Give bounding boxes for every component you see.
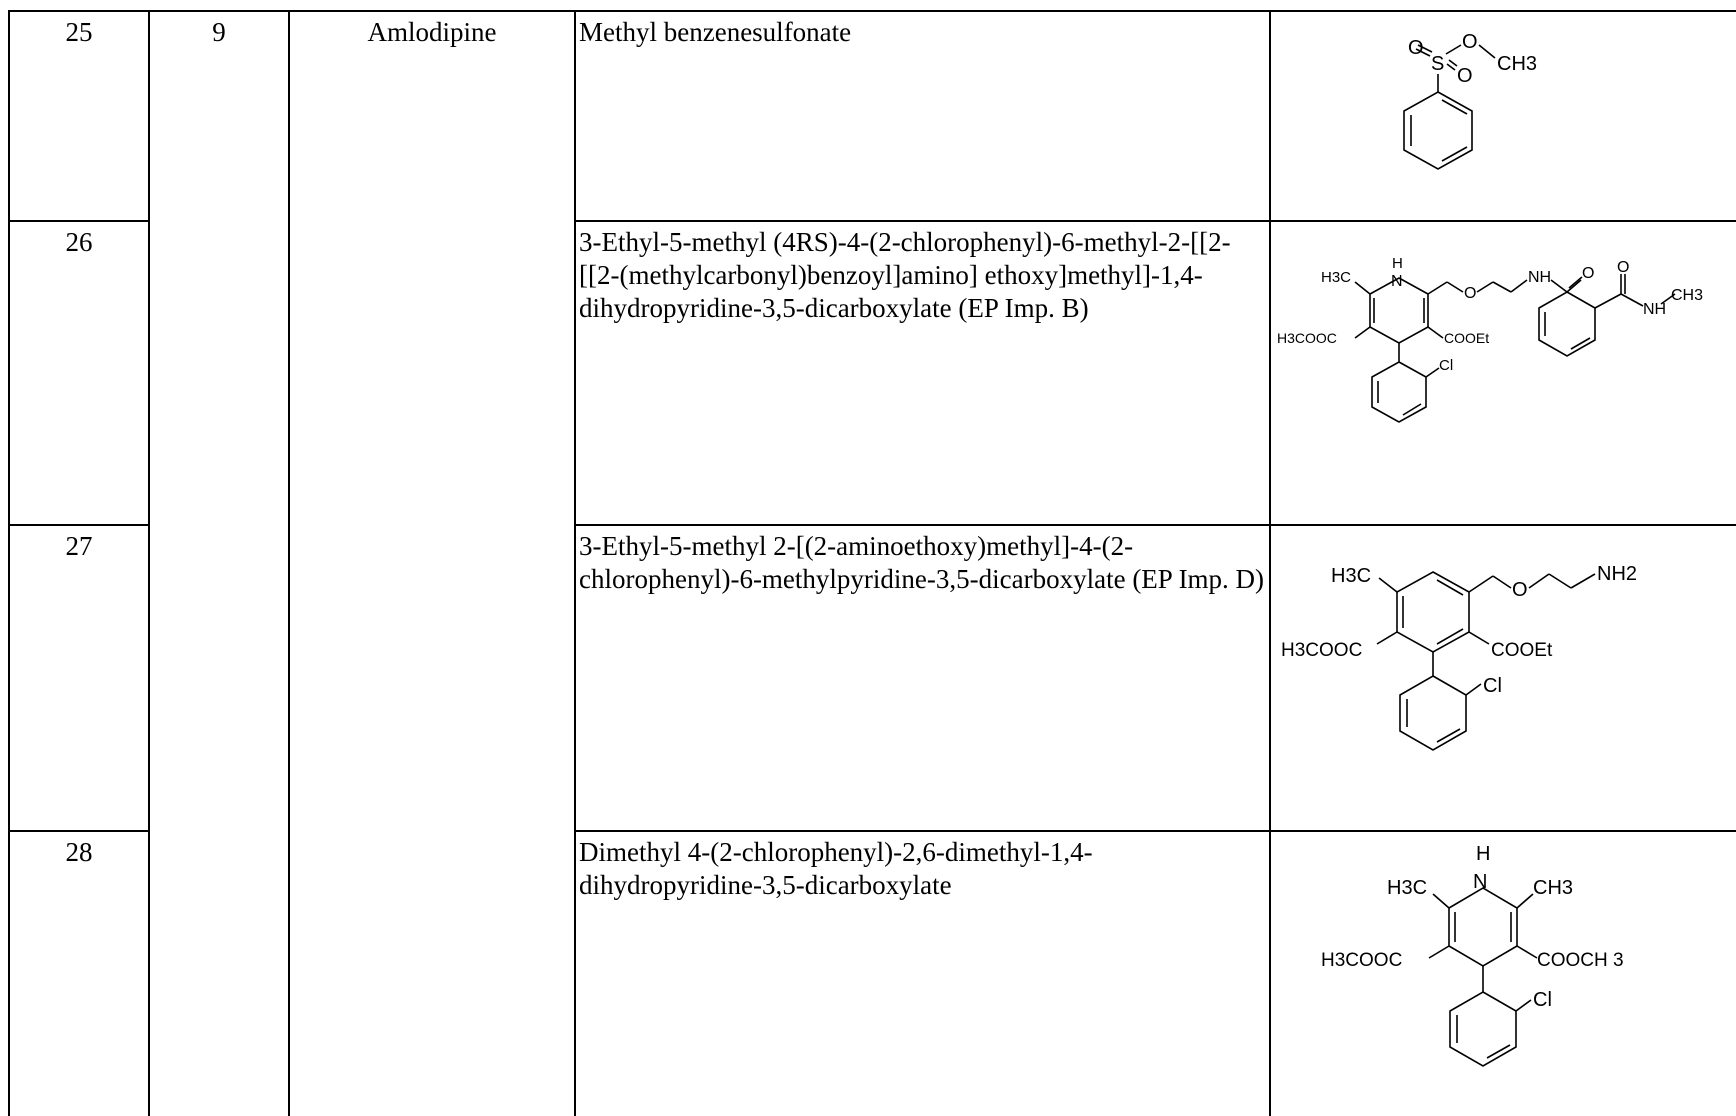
svg-text:O: O <box>1617 259 1629 276</box>
dimethyl-dihydropyridine-structure-icon: H N H3C CH3 H3COOC COOCH 3 Cl <box>1321 843 1624 1067</box>
svg-text:O: O <box>1582 265 1594 282</box>
ep-impurity-d-structure-icon: H3C O NH2 H3COOC COOEt Cl <box>1281 563 1637 751</box>
svg-text:H3COOC: H3COOC <box>1277 330 1337 346</box>
svg-text:NH: NH <box>1643 301 1666 318</box>
svg-text:CH3: CH3 <box>1671 287 1703 304</box>
drug-name-cell: Amlodipine <box>288 10 576 1116</box>
serial-number-cell: 26 <box>8 220 150 526</box>
svg-text:H3C: H3C <box>1321 269 1351 286</box>
svg-text:N: N <box>1391 273 1403 290</box>
structure-cell: H N H3C CH3 H3COOC COOCH 3 Cl <box>1269 830 1736 1116</box>
svg-text:O: O <box>1457 65 1473 87</box>
structure-cell: H3C O NH2 H3COOC COOEt Cl <box>1269 524 1736 832</box>
table-row: 25 9 Amlodipine Methyl benzenesulfonate <box>8 10 1736 1116</box>
svg-text:H: H <box>1392 255 1403 272</box>
ep-impurity-b-structure-icon: H H3C N O NH O O H3COOC COOEt NH CH3 Cl <box>1277 255 1703 423</box>
svg-text:H3COOC: H3COOC <box>1321 950 1402 971</box>
table-row: 27 3-Ethyl-5-methyl 2-[(2-aminoethoxy)me… <box>8 524 1736 832</box>
methyl-benzenesulfonate-structure-icon: O S O O CH3 <box>1403 31 1537 170</box>
table-row: 26 3-Ethyl-5-methyl (4RS)-4-(2-chlorophe… <box>8 220 1736 526</box>
impurity-name-cell: Dimethyl 4-(2-chlorophenyl)-2,6-dimethyl… <box>574 830 1271 1116</box>
group-number-cell: 9 <box>148 10 290 1116</box>
svg-text:CH3: CH3 <box>1533 877 1573 899</box>
svg-text:O: O <box>1464 285 1476 302</box>
svg-text:NH2: NH2 <box>1597 563 1637 585</box>
svg-text:H3C: H3C <box>1331 565 1371 587</box>
structure-cell: H H3C N O NH O O H3COOC COOEt NH CH3 Cl <box>1269 220 1736 526</box>
svg-text:N: N <box>1473 871 1487 893</box>
svg-text:Cl: Cl <box>1483 675 1502 697</box>
table-row: 28 Dimethyl 4-(2-chlorophenyl)-2,6-dimet… <box>8 830 1736 1116</box>
svg-text:S: S <box>1431 53 1444 75</box>
svg-text:CH3: CH3 <box>1497 53 1537 75</box>
svg-text:O: O <box>1512 579 1528 601</box>
impurity-name-cell: 3-Ethyl-5-methyl (4RS)-4-(2-chlorophenyl… <box>574 220 1271 526</box>
svg-text:Cl: Cl <box>1439 357 1453 374</box>
impurity-table: 25 9 Amlodipine Methyl benzenesulfonate <box>8 10 1736 1116</box>
svg-text:NH: NH <box>1528 269 1551 286</box>
structure-cell: O S O O CH3 <box>1269 10 1736 222</box>
svg-text:COOEt: COOEt <box>1444 330 1489 346</box>
impurity-name-cell: Methyl benzenesulfonate <box>574 10 1271 222</box>
svg-text:H3C: H3C <box>1387 877 1427 899</box>
svg-text:H: H <box>1476 843 1490 865</box>
serial-number-cell: 25 <box>8 10 150 222</box>
impurity-name-cell: 3-Ethyl-5-methyl 2-[(2-aminoethoxy)methy… <box>574 524 1271 832</box>
serial-number-cell: 28 <box>8 830 150 1116</box>
svg-text:O: O <box>1408 37 1424 59</box>
svg-text:O: O <box>1462 31 1478 53</box>
serial-number-cell: 27 <box>8 524 150 832</box>
svg-text:H3COOC: H3COOC <box>1281 640 1362 661</box>
svg-text:COOEt: COOEt <box>1491 640 1553 661</box>
svg-text:COOCH 3: COOCH 3 <box>1537 950 1624 971</box>
svg-text:Cl: Cl <box>1533 989 1552 1011</box>
